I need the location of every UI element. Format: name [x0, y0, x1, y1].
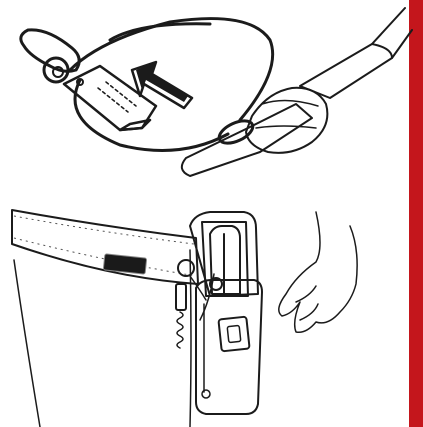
wire-loop [70, 19, 273, 120]
d-ring [216, 116, 256, 148]
hand-outline [279, 212, 357, 332]
belt-clip [176, 260, 222, 348]
belt [12, 210, 198, 284]
shackle [21, 30, 79, 72]
edge-strip [409, 0, 423, 427]
top-panel [21, 8, 412, 176]
holster [190, 212, 262, 414]
push-arrow-icon [132, 62, 192, 108]
bottom-panel [12, 210, 357, 427]
torso-outline [14, 250, 191, 427]
